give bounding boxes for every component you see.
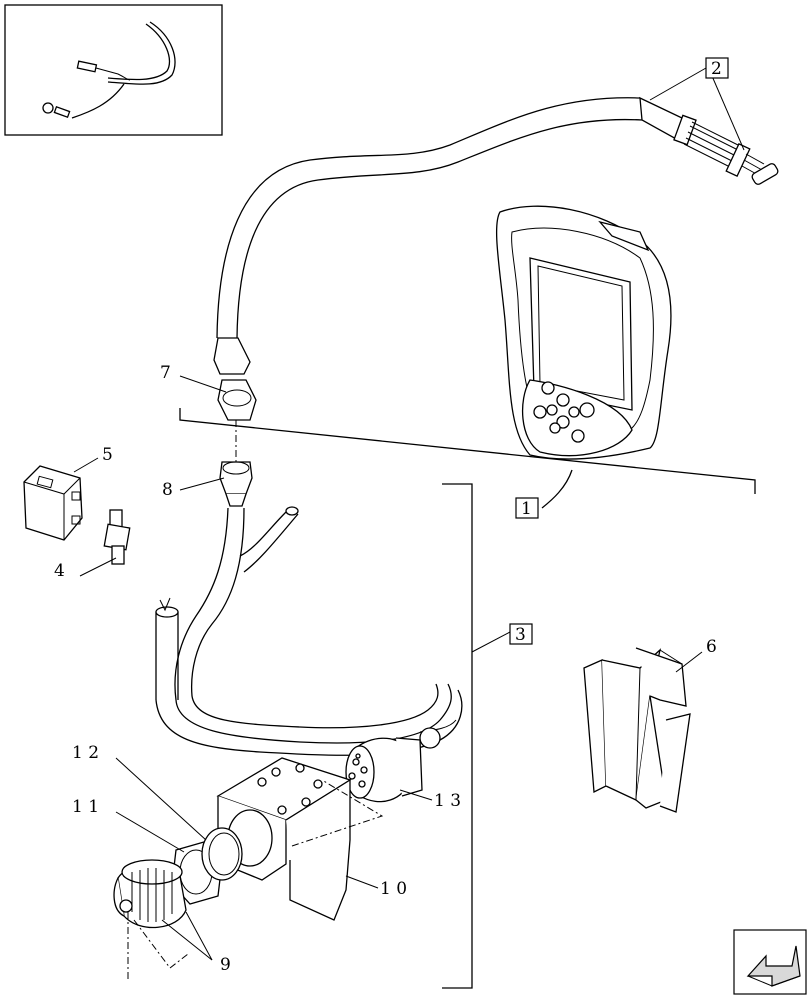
guide-channel-6 xyxy=(583,647,691,813)
relay-5 xyxy=(23,465,83,541)
callout-6: 6 xyxy=(706,637,717,657)
fuse-4 xyxy=(103,509,131,565)
callout-10: 1 0 xyxy=(380,879,407,899)
callout-box-3: 3 xyxy=(509,623,533,645)
callout-1: 1 xyxy=(521,499,532,519)
callout-11: 1 1 xyxy=(72,797,99,817)
main-harness-cable xyxy=(216,96,779,339)
callout-13: 1 3 xyxy=(434,791,461,811)
connector-8 xyxy=(219,461,253,507)
group-1-bracket xyxy=(179,408,756,494)
callout-9: 9 xyxy=(220,955,231,975)
gasket-12 xyxy=(201,827,243,881)
display-monitor xyxy=(495,205,672,460)
callout-12: 1 2 xyxy=(72,743,99,763)
callout-7: 7 xyxy=(160,363,171,383)
callout-5: 5 xyxy=(102,445,113,465)
callout-box-1: 1 xyxy=(515,497,539,519)
next-page-arrow-icon[interactable] xyxy=(733,929,807,995)
group-3-bracket xyxy=(442,483,473,989)
leader-lines xyxy=(73,67,745,961)
cap-9 xyxy=(113,859,189,980)
callout-2: 2 xyxy=(711,59,722,79)
callout-box-2: 2 xyxy=(705,57,729,79)
plug-13 xyxy=(345,737,423,803)
y-harness-3 xyxy=(155,506,463,756)
connector-7 xyxy=(213,337,257,470)
wire-detail-inset xyxy=(4,4,223,136)
callout-4: 4 xyxy=(54,561,65,581)
callout-3: 3 xyxy=(515,625,526,645)
callout-8: 8 xyxy=(162,480,173,500)
